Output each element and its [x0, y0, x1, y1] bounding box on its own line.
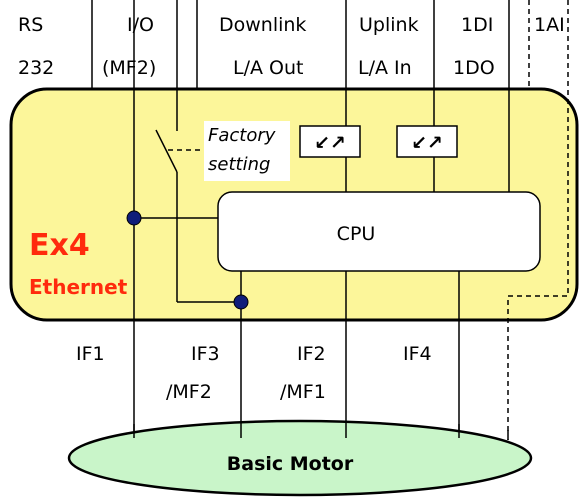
basic-motor: [67, 419, 533, 497]
uplink-converter-box: [396, 125, 458, 158]
junction-dot-if3: [233, 294, 249, 310]
downlink-label-line2: L/A Out: [233, 57, 303, 79]
device-name: Ex4: [29, 228, 90, 263]
dashed-lines: [168, 0, 569, 456]
do-label: 1DO: [453, 57, 495, 79]
if3-label-line1: IF3: [191, 343, 220, 365]
cpu-label: CPU: [337, 223, 376, 245]
rs232-label-line2: 232: [18, 57, 54, 79]
uplink-label-line2: L/A In: [358, 57, 412, 79]
factory-setting-label-bg: [204, 121, 290, 181]
downlink-arrows-icon: ↙↗: [314, 132, 346, 154]
column-separators: [91, 0, 347, 90]
if1-label: IF1: [76, 343, 105, 365]
io-label-line1: I/O: [127, 14, 154, 36]
motor-connection-lines: [133, 421, 460, 438]
io-label-line2: (MF2): [102, 57, 156, 79]
uplink-arrows-icon: ↙↗: [411, 132, 443, 154]
if4-label: IF4: [403, 343, 432, 365]
basic-motor-label: Basic Motor: [227, 453, 354, 475]
factory-setting-line1: Factory: [208, 125, 276, 146]
device-subtitle: Ethernet: [29, 275, 128, 299]
rs232-label-line1: RS: [18, 14, 43, 36]
downlink-label-line1: Downlink: [219, 14, 306, 36]
cpu-box: [217, 191, 541, 272]
if2-label-line2: /MF1: [280, 381, 326, 403]
factory-setting-line2: setting: [208, 154, 270, 175]
ai-label: 1AI: [534, 14, 565, 36]
if3-label-line2: /MF2: [166, 381, 212, 403]
downlink-converter-box: [299, 125, 361, 158]
if2-label-line1: IF2: [297, 343, 326, 365]
uplink-label-line1: Uplink: [359, 14, 419, 36]
junction-dot-if1: [126, 210, 142, 226]
di-label: 1DI: [461, 14, 493, 36]
